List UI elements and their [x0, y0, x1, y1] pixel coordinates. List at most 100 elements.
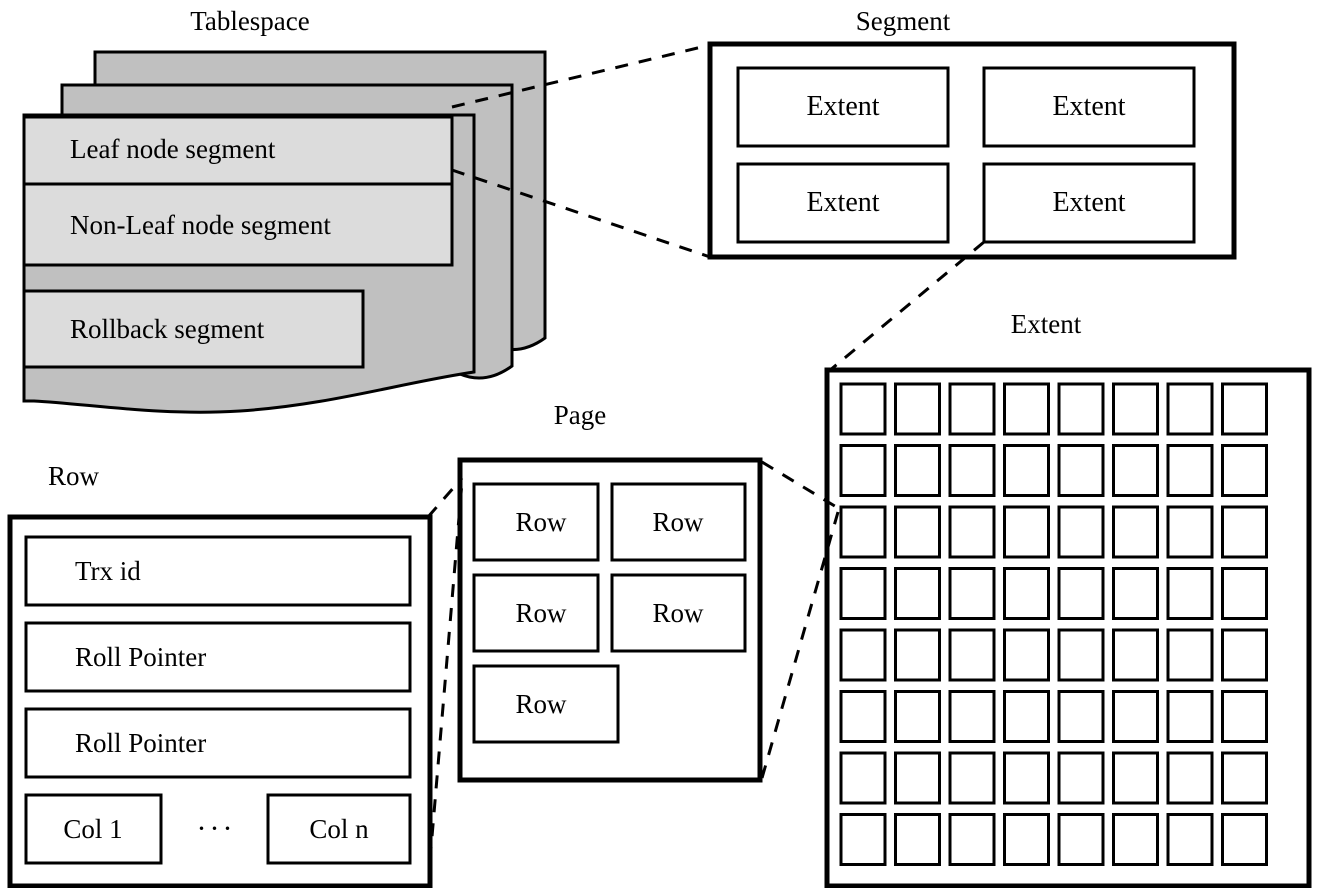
page-row-label-3: Row	[515, 598, 567, 628]
segment-container	[707, 41, 1237, 260]
extent-page-cell	[1057, 690, 1105, 743]
connector-row-bottom	[426, 481, 464, 885]
row-col-label-last: Col n	[309, 814, 369, 844]
extent-page-cell	[1221, 382, 1268, 436]
extent-page-cell	[948, 567, 996, 620]
extent-page-cell	[1003, 751, 1050, 805]
extent-page-cell	[1112, 628, 1159, 682]
page-row-box-3	[472, 573, 600, 653]
extent-page-cell	[1166, 813, 1214, 866]
page-row-box-1	[472, 482, 600, 562]
extent-page-cell	[1112, 690, 1159, 743]
extent-page-cell	[839, 505, 887, 559]
row-col-label-first: Col 1	[63, 814, 123, 844]
extent-box-2	[982, 66, 1196, 148]
page-row-box-2	[610, 482, 747, 562]
extent-page-cell	[839, 382, 887, 436]
extent-label-4: Extent	[1052, 187, 1126, 218]
non-leaf-node-segment-box	[22, 182, 454, 267]
extent-page-cell	[1221, 628, 1268, 682]
extent-page-cell	[1057, 444, 1105, 497]
row-col-box-last	[266, 793, 412, 865]
page-row-label-5: Row	[515, 689, 567, 719]
extent-container	[824, 367, 1312, 888]
extent-page-cell	[948, 628, 996, 682]
extent-page-cell	[1221, 505, 1268, 559]
non-leaf-node-segment-label: Non-Leaf node segment	[70, 210, 331, 240]
extent-box-3	[736, 162, 950, 244]
extent-box-1	[736, 66, 950, 148]
extent-page-cell	[1112, 751, 1159, 805]
extent-box-4	[982, 162, 1196, 244]
extent-page-cell	[1112, 813, 1159, 866]
page-row-label-1: Row	[515, 507, 567, 537]
extent-page-cell	[1221, 813, 1268, 866]
row-field-box-roll-pointer-1	[24, 621, 412, 693]
extent-page-cell	[1112, 382, 1159, 436]
extent-page-cell	[948, 382, 996, 436]
connector-row-to-page	[426, 477, 464, 885]
extent-label-1: Extent	[806, 91, 880, 122]
extent-page-cell	[1166, 751, 1214, 805]
extent-page-cell	[839, 813, 887, 866]
row-container	[7, 514, 433, 888]
connector-row-top	[426, 477, 464, 518]
extent-page-cell	[948, 751, 996, 805]
extent-page-cell	[1112, 505, 1159, 559]
extent-page-cell	[1221, 690, 1268, 743]
extent-page-cell	[1166, 628, 1214, 682]
connector-line-extent	[828, 240, 985, 373]
extent-page-cell	[894, 690, 941, 743]
connector-line-top	[451, 43, 711, 109]
page-row-label-4: Row	[652, 598, 704, 628]
extent-page-cell	[1166, 382, 1214, 436]
extent-page-cell	[1003, 567, 1050, 620]
segment-title: Segment	[855, 6, 951, 36]
row-title: Row	[48, 461, 100, 491]
extent-page-cell	[894, 813, 941, 866]
extent-page-cell	[948, 505, 996, 559]
extent-page-cell	[894, 567, 941, 620]
extent-page-cell	[1057, 382, 1105, 436]
extent-page-cell	[839, 567, 887, 620]
extent-page-cell	[1003, 505, 1050, 559]
extent-page-cell	[1057, 567, 1105, 620]
extent-page-cell	[1003, 628, 1050, 682]
extent-page-cells	[839, 382, 1268, 866]
row-col-ellipsis: ···	[196, 812, 236, 845]
leaf-node-segment-label: Leaf node segment	[70, 134, 276, 164]
extent-page-cell	[1221, 444, 1268, 497]
tablespace-segment-boxes	[22, 115, 454, 369]
extent-page-cell	[839, 444, 887, 497]
extent-page-cell	[1166, 444, 1214, 497]
extent-label-2: Extent	[1052, 91, 1126, 122]
row-field-label-roll-pointer-2: Roll Pointer	[75, 728, 207, 758]
page-row-box-4	[610, 573, 747, 653]
extent-page-cell	[1166, 567, 1214, 620]
extent-page-cell	[839, 751, 887, 805]
extent-page-cell	[948, 813, 996, 866]
connector-page-top	[761, 460, 839, 510]
extent-page-cell	[1112, 567, 1159, 620]
extent-page-cell	[948, 444, 996, 497]
page-container	[457, 457, 763, 783]
rollback-segment-label: Rollback segment	[70, 314, 265, 344]
page-row-label-2: Row	[652, 507, 704, 537]
leaf-node-segment-box	[22, 115, 454, 186]
extent-page-cell	[894, 505, 941, 559]
extent-page-cell	[1221, 751, 1268, 805]
tablespace-title: Tablespace	[190, 6, 310, 36]
row-field-box-roll-pointer-2	[24, 707, 412, 779]
extent-page-cell	[948, 690, 996, 743]
connector-tablespace-to-segment	[451, 43, 711, 259]
extent-page-cell	[894, 444, 941, 497]
row-field-label-trx-id: Trx id	[75, 556, 141, 586]
extent-page-cell	[1003, 444, 1050, 497]
page-title: Page	[553, 400, 607, 430]
extent-page-cell	[1057, 751, 1105, 805]
row-field-label-roll-pointer-1: Roll Pointer	[75, 642, 207, 672]
extent-page-cell	[1166, 690, 1214, 743]
connector-line-bottom	[451, 168, 711, 259]
